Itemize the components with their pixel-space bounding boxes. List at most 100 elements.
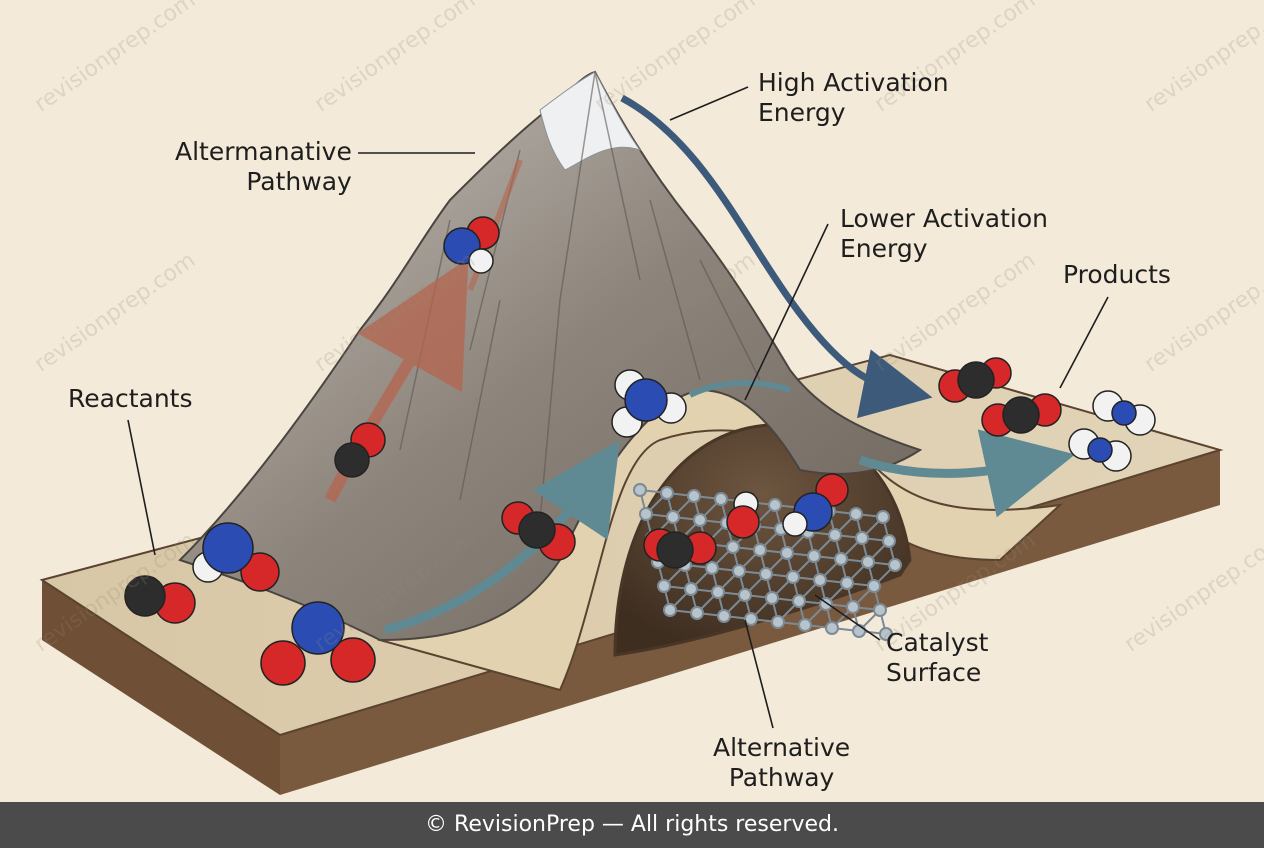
atom xyxy=(518,511,556,549)
label-line: Altermanative xyxy=(175,137,352,166)
mountain xyxy=(178,70,923,642)
lattice-atom xyxy=(855,531,869,545)
lattice-atom xyxy=(711,585,725,599)
atom xyxy=(624,378,668,422)
lattice-atom xyxy=(792,594,806,608)
leader-alternative-pathway-bottom xyxy=(744,619,774,729)
uphill-arrow-upper xyxy=(467,158,523,292)
atom xyxy=(957,361,995,399)
atom xyxy=(260,640,306,686)
leader-lower-activation xyxy=(744,223,829,401)
lattice-atom xyxy=(684,582,698,596)
molecules xyxy=(124,216,1156,686)
lattice-atom xyxy=(798,618,812,632)
lattice-atom xyxy=(666,510,680,524)
lattice-atom xyxy=(687,489,701,503)
lattice-atom xyxy=(873,603,887,617)
low-pathway-arrow-left xyxy=(383,440,620,635)
label-line: High Activation xyxy=(758,68,949,97)
low-pathway-arrow-right xyxy=(858,429,1076,518)
atom xyxy=(1087,437,1113,463)
label-reactants: Reactants xyxy=(68,384,193,414)
lattice-atom xyxy=(882,534,896,548)
label-line: Pathway xyxy=(246,167,352,196)
lattice-atom xyxy=(633,483,647,497)
energy-landscape-diagram xyxy=(39,70,1224,795)
atom xyxy=(656,531,694,569)
lattice-atom xyxy=(888,558,902,572)
lattice-atom xyxy=(705,561,719,575)
lattice-atom xyxy=(753,543,767,557)
mountain-body xyxy=(178,70,923,642)
mountain-snow-cap xyxy=(539,71,642,171)
label-alternative-pathway-top: Altermanative Pathway xyxy=(175,137,352,197)
lattice-atom xyxy=(660,486,674,500)
label-line: Catalyst xyxy=(886,628,989,657)
atom xyxy=(1002,396,1040,434)
atom xyxy=(124,575,166,617)
atom xyxy=(240,552,280,592)
label-line: Lower Activation xyxy=(840,204,1048,233)
label-high-activation-energy: High Activation Energy xyxy=(758,68,949,128)
lattice-atom xyxy=(852,624,866,638)
leader-products xyxy=(1059,296,1109,389)
lattice-atom xyxy=(840,576,854,590)
label-products: Products xyxy=(1063,260,1171,290)
lattice-atom xyxy=(714,492,728,506)
lattice-atom xyxy=(786,570,800,584)
label-catalyst-surface: Catalyst Surface xyxy=(886,628,988,688)
atom xyxy=(782,511,808,537)
label-line: Surface xyxy=(886,658,982,687)
atom xyxy=(1111,400,1137,426)
label-line: Pathway xyxy=(728,763,835,792)
lattice-atom xyxy=(726,540,740,554)
label-lower-activation-energy: Lower Activation Energy xyxy=(840,204,1048,264)
lattice-atom xyxy=(639,507,653,521)
label-alternative-pathway-bottom: Alternative Pathway xyxy=(713,733,850,793)
lattice-atom xyxy=(732,564,746,578)
lattice-atom xyxy=(834,552,848,566)
atom xyxy=(334,442,370,478)
label-line: Reactants xyxy=(68,384,193,413)
lattice-atom xyxy=(828,528,842,542)
label-line: Alternative xyxy=(713,733,851,762)
lattice-atom xyxy=(879,627,893,641)
atom xyxy=(330,637,376,683)
slab-front-face xyxy=(42,580,280,795)
atom xyxy=(291,601,345,655)
uphill-arrow xyxy=(324,258,469,503)
low-pathway-arrow-top xyxy=(688,380,791,398)
lattice-atom xyxy=(768,498,782,512)
lattice-atom xyxy=(693,513,707,527)
lattice-atom xyxy=(876,510,890,524)
lattice-atom xyxy=(690,606,704,620)
lattice-atom xyxy=(759,567,773,581)
label-line: Energy xyxy=(840,234,928,263)
catalyst-lattice xyxy=(633,483,902,641)
lattice-atom xyxy=(765,591,779,605)
lattice-atom xyxy=(771,615,785,629)
lattice-atom xyxy=(861,555,875,569)
lattice-atom xyxy=(825,621,839,635)
leader-reactants xyxy=(127,419,156,556)
lattice-atom xyxy=(744,612,758,626)
atom xyxy=(468,248,494,274)
label-line: Products xyxy=(1063,260,1171,289)
lattice-atom xyxy=(663,603,677,617)
high-pathway-arrow xyxy=(620,94,933,419)
lattice-atom xyxy=(780,546,794,560)
lattice-atom xyxy=(717,609,731,623)
lattice-atom xyxy=(657,579,671,593)
lattice-atom xyxy=(813,573,827,587)
lattice-atom xyxy=(849,507,863,521)
label-line: Energy xyxy=(758,98,846,127)
leader-high-activation xyxy=(669,86,749,121)
atom xyxy=(726,505,760,539)
lattice-atom xyxy=(846,600,860,614)
atom xyxy=(202,522,254,574)
copyright-footer: © RevisionPrep — All rights reserved. xyxy=(0,802,1264,848)
lattice-atom xyxy=(738,588,752,602)
lattice-atom xyxy=(867,579,881,593)
lattice-atom xyxy=(807,549,821,563)
leader-catalyst-surface xyxy=(814,594,881,641)
